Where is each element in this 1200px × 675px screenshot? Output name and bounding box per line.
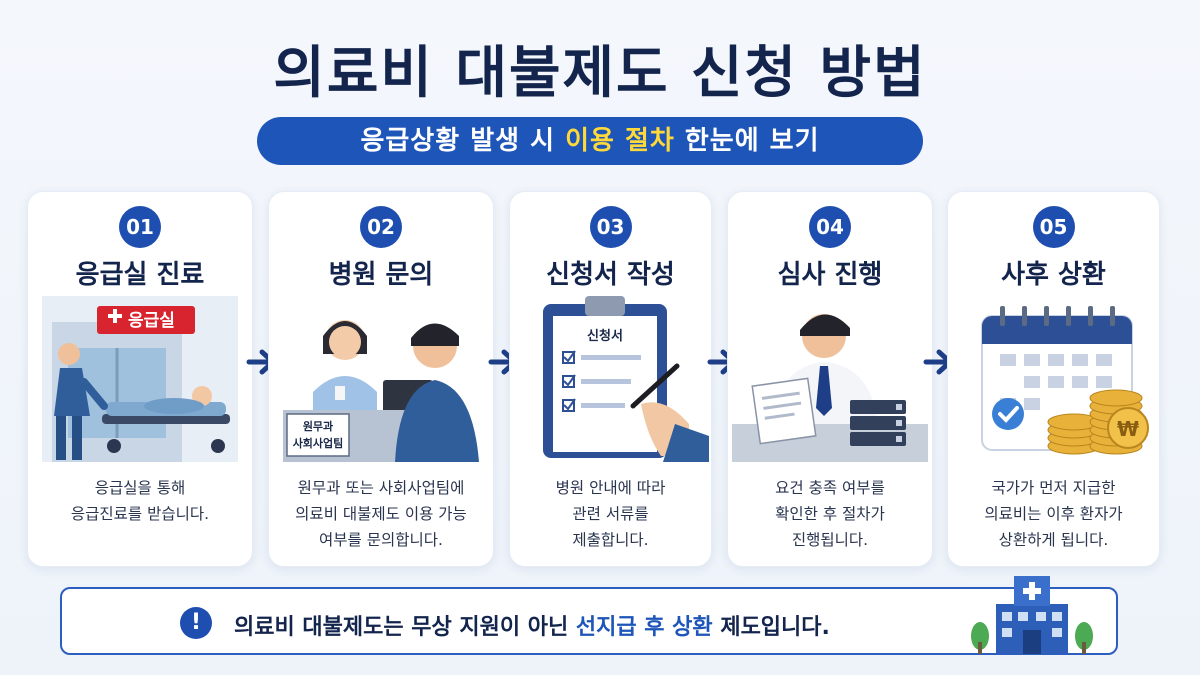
notice-box: ! 의료비 대불제도는 무상 지원이 아닌 선지급 후 상환 제도입니다.: [60, 587, 1118, 655]
notice-highlight: 선지급 후 상환: [575, 615, 713, 640]
step-description: 국가가 먼저 지급한 의료비는 이후 환자가 상환하게 됩니다.: [984, 479, 1123, 549]
step-number: 01: [119, 206, 161, 248]
step-number: 03: [589, 206, 632, 248]
page-title: 의료비 대불제도 신청 방법: [273, 41, 927, 106]
emergency-room-illustration: 응급실: [42, 296, 238, 462]
calendar-coins-illustration: ₩: [980, 306, 1149, 455]
clipboard-form-illustration: 신청서: [542, 296, 709, 462]
won-coin-symbol: ₩: [1116, 417, 1138, 441]
step-title: 응급실 진료: [75, 260, 205, 290]
notice-text: 의료비 대불제도는 무상 지원이 아닌 선지급 후 상환 제도입니다.: [234, 609, 830, 641]
hospital-building-icon: [971, 576, 1093, 654]
step-title: 병원 문의: [328, 260, 434, 290]
notice-prefix: 의료비 대불제도는 무상 지원이 아닌: [234, 615, 576, 640]
svg-text:사회사업팀: 사회사업팀: [293, 436, 344, 450]
subtitle-prefix: 응급상황 발생 시: [360, 126, 566, 156]
subtitle-banner: 응급상황 발생 시 이용 절차 한눈에 보기: [257, 117, 923, 165]
review-officer-illustration: [732, 296, 928, 462]
step-title: 심사 진행: [777, 260, 883, 290]
exclamation-icon: !: [180, 607, 212, 639]
form-title: 신청서: [587, 328, 623, 344]
notice-suffix: 제도입니다.: [712, 615, 830, 640]
step-number: 04: [809, 206, 851, 248]
subtitle-suffix: 한눈에 보기: [674, 126, 820, 156]
step-card-5: 05 사후 상환: [947, 191, 1160, 567]
subtitle-highlight: 이용 절차: [565, 126, 675, 156]
er-sign-text: 응급실: [128, 311, 175, 331]
step-number: 02: [360, 206, 402, 248]
step-description: 응급실을 통해 응급진료를 받습니다.: [70, 479, 210, 523]
svg-text:원무과: 원무과: [303, 419, 333, 433]
hospital-counter-illustration: 원무과 사회사업팀: [283, 296, 479, 462]
step-card-3: 03 신청서 작성 신청서 병원 안내에 따라 관련 서류를 제출합니다.: [509, 191, 712, 567]
step-description: 원무과 또는 사회사업팀에 의료비 대불제도 이용 가능 여부를 문의합니다.: [295, 479, 467, 549]
step-description: 요건 충족 여부를 확인한 후 절차가 진행됩니다.: [775, 479, 885, 549]
step-description: 병원 안내에 따라 관련 서류를 제출합니다.: [555, 479, 666, 549]
step-card-4: 04 심사 진행 요건 충족 여부를 확인한 후 절차가 진행됩니다.: [727, 191, 933, 567]
step-number: 05: [1032, 206, 1075, 248]
step-title: 신청서 작성: [546, 260, 675, 290]
step-card-1: 01 응급실 진료 응급실 응급실을 통해 응급진료를 받습니다.: [27, 191, 253, 567]
step-card-2: 02 병원 문의 원무과 사회사업팀 원무과 또는 사회사업팀에 의료비 대불제…: [268, 191, 494, 567]
step-title: 사후 상환: [1001, 260, 1106, 290]
